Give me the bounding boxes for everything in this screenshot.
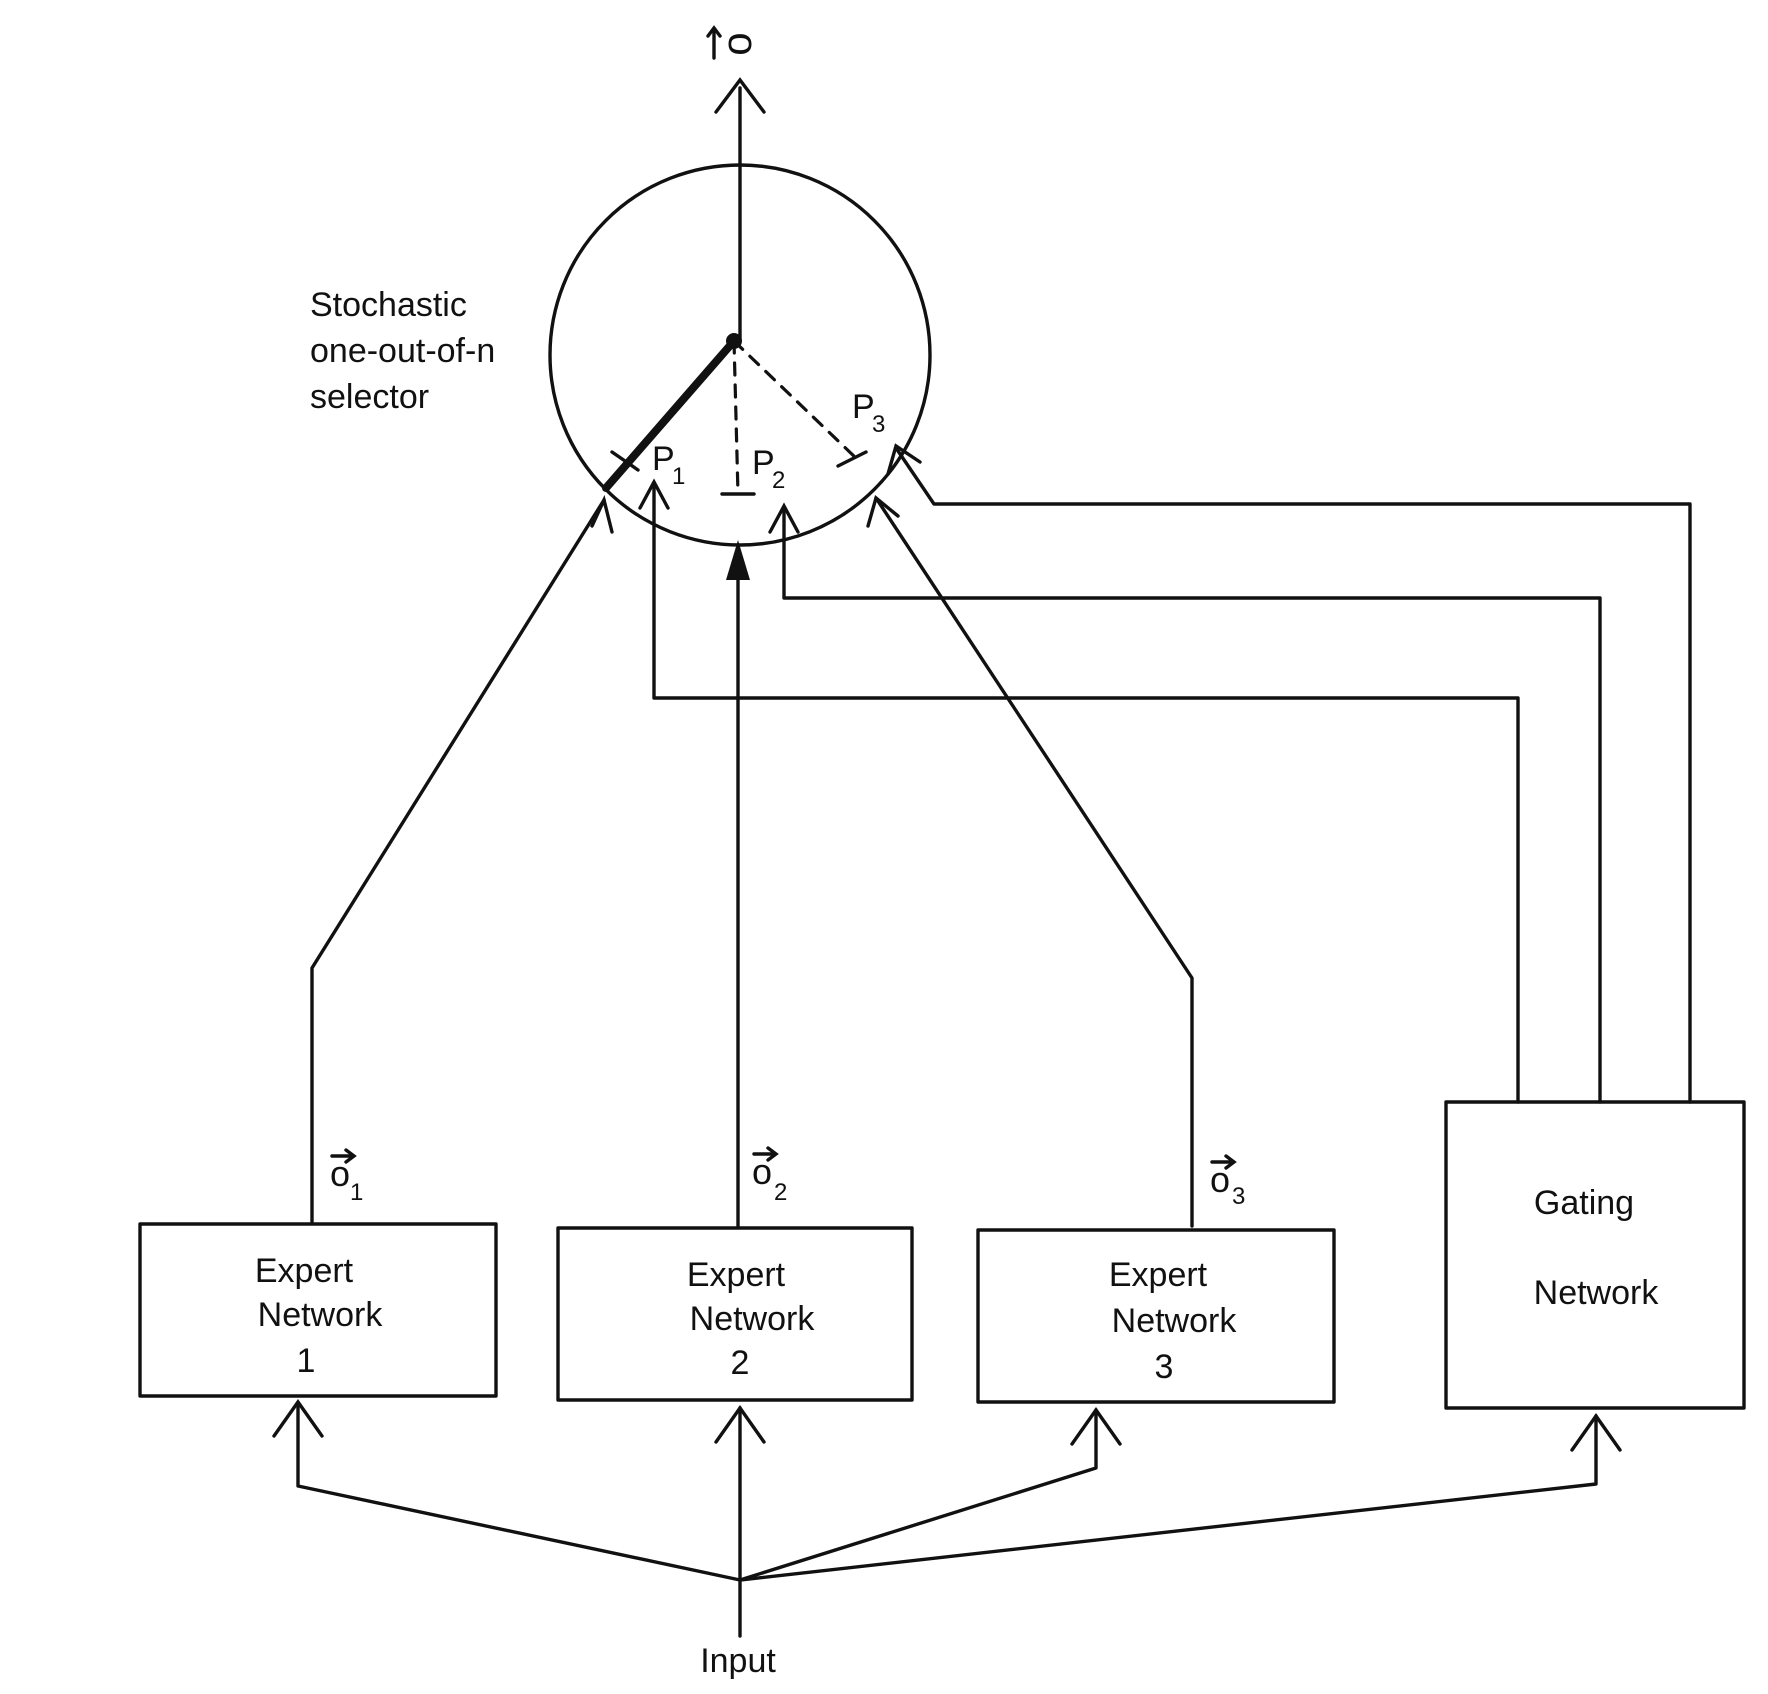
- output-symbol: o: [713, 32, 760, 55]
- svg-text:3: 3: [1232, 1183, 1245, 1210]
- expert-1-output-line: [310, 494, 614, 1224]
- input-to-gating: [738, 1414, 1598, 1582]
- input-to-expert-3: [738, 1408, 1098, 1582]
- selector-label: Stochastic one-out-of-n selector: [310, 286, 495, 416]
- expert-network-1: Expert Network 1: [138, 1222, 498, 1398]
- expert-2-output-line: [726, 540, 750, 1228]
- svg-text:Network: Network: [690, 1300, 816, 1338]
- expert-network-2: Expert Network 2: [556, 1226, 914, 1402]
- selector-label-line-2: one-out-of-n: [310, 332, 495, 370]
- input-fanout: [272, 1399, 1622, 1638]
- svg-text:Network: Network: [1112, 1302, 1238, 1340]
- svg-text:Network: Network: [1534, 1274, 1660, 1312]
- expert-1-output-label: o 1: [330, 1148, 363, 1206]
- svg-text:3: 3: [872, 411, 885, 438]
- output-vector-label: o: [706, 25, 760, 60]
- svg-text:Network: Network: [258, 1296, 384, 1334]
- svg-text:3: 3: [1155, 1348, 1174, 1386]
- svg-text:P: P: [852, 388, 875, 426]
- svg-text:Gating: Gating: [1534, 1184, 1634, 1222]
- svg-text:Expert: Expert: [687, 1256, 786, 1294]
- svg-text:2: 2: [731, 1344, 750, 1382]
- expert-3-output-label: o 3: [1210, 1154, 1245, 1210]
- selector-label-line-1: Stochastic: [310, 286, 467, 324]
- expert-network-3: Expert Network 3: [976, 1228, 1336, 1404]
- selector-switch-option-2: [732, 339, 740, 496]
- input-label: Input: [700, 1642, 776, 1680]
- selector-circle: [548, 163, 932, 547]
- input-to-expert-1: [296, 1402, 742, 1582]
- svg-text:2: 2: [774, 1179, 787, 1206]
- selector-switch-option-3: [732, 339, 860, 462]
- svg-text:P: P: [652, 440, 675, 478]
- contact-tick-1: [610, 450, 640, 472]
- svg-text:2: 2: [772, 467, 785, 494]
- contact-tick-3: [836, 450, 868, 468]
- svg-text:Expert: Expert: [1109, 1256, 1208, 1294]
- svg-text:1: 1: [672, 463, 685, 490]
- svg-text:1: 1: [297, 1342, 316, 1380]
- expert-2-arrowhead: [726, 540, 750, 580]
- output-arrow: [714, 77, 766, 342]
- expert-2-output-label: o 2: [752, 1146, 787, 1206]
- probability-label-3: P 3: [852, 388, 885, 438]
- svg-text:1: 1: [350, 1179, 363, 1206]
- gating-network: Gating Network: [1444, 1100, 1746, 1410]
- expert-3-output-line: [866, 495, 1194, 1228]
- svg-text:Expert: Expert: [255, 1252, 354, 1290]
- svg-text:P: P: [752, 444, 775, 482]
- probability-label-2: P 2: [752, 444, 785, 494]
- probability-label-1: P 1: [652, 440, 685, 490]
- gating-to-p3-line: [886, 443, 1692, 1104]
- selector-label-line-3: selector: [310, 378, 429, 416]
- gating-to-p2-line: [768, 502, 1602, 1104]
- gating-to-p1-line: [638, 478, 1520, 1104]
